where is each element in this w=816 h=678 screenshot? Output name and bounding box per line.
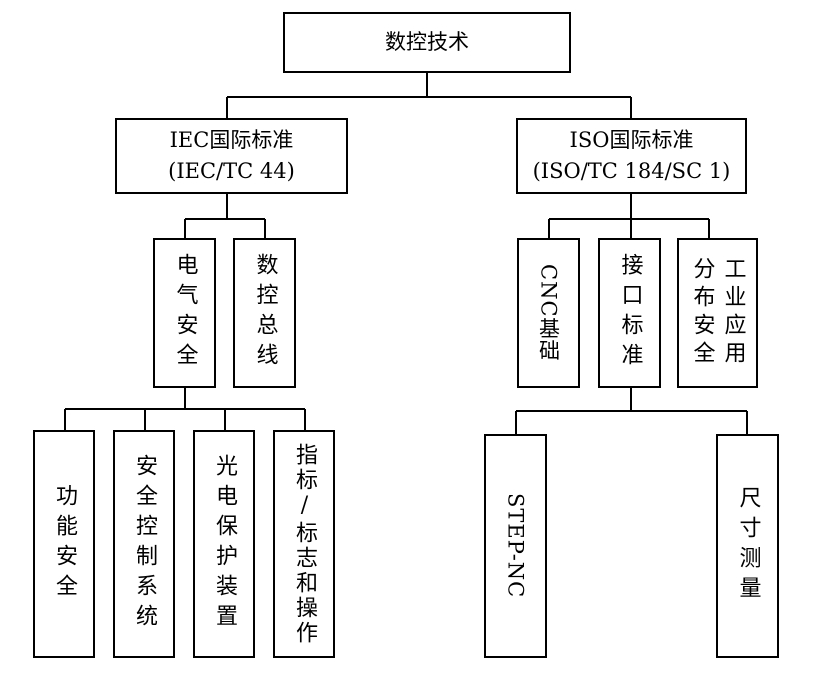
industrial-application-node: 工业应用 分布安全 (677, 238, 758, 388)
indication-marking-operation-label: 指标/标志和操作 (292, 442, 317, 646)
cnc-basics-label: CNC基础 (536, 264, 561, 362)
industrial-application-line2: 分布安全 (689, 257, 715, 369)
iso-code: (ISO/TC 184/SC 1) (532, 159, 731, 183)
cnc-basics-node: CNC基础 (517, 238, 580, 388)
safety-control-system-label: 安全控制系统 (132, 454, 157, 634)
iec-code: (IEC/TC 44) (168, 159, 295, 183)
iec-title: IEC国际标准 (169, 128, 294, 152)
interface-standard-label: 接口标准 (617, 253, 643, 373)
step-nc-node: STEP-NC (484, 434, 547, 658)
cnc-bus-node: 数控总线 (233, 238, 296, 388)
step-nc-label: STEP-NC (503, 493, 528, 599)
iec-standard-node: IEC国际标准 (IEC/TC 44) (115, 118, 348, 194)
functional-safety-label: 功能安全 (52, 484, 77, 604)
dimension-measurement-label: 尺寸测量 (735, 486, 761, 606)
photoelectric-protection-node: 光电保护装置 (193, 430, 255, 658)
indication-marking-operation-node: 指标/标志和操作 (273, 430, 335, 658)
dimension-measurement-node: 尺寸测量 (716, 434, 779, 658)
industrial-application-line1: 工业应用 (720, 257, 746, 369)
industrial-application-label: 工业应用 分布安全 (687, 257, 749, 369)
iso-title: ISO国际标准 (569, 128, 694, 152)
root-label: 数控技术 (385, 30, 469, 54)
cnc-bus-label: 数控总线 (252, 253, 278, 373)
root-node: 数控技术 (283, 12, 571, 73)
electrical-safety-label: 电气安全 (172, 253, 198, 373)
photoelectric-protection-label: 光电保护装置 (212, 454, 237, 634)
safety-control-system-node: 安全控制系统 (113, 430, 175, 658)
electrical-safety-node: 电气安全 (153, 238, 216, 388)
iso-standard-node: ISO国际标准 (ISO/TC 184/SC 1) (516, 118, 747, 194)
functional-safety-node: 功能安全 (33, 430, 95, 658)
interface-standard-node: 接口标准 (598, 238, 661, 388)
